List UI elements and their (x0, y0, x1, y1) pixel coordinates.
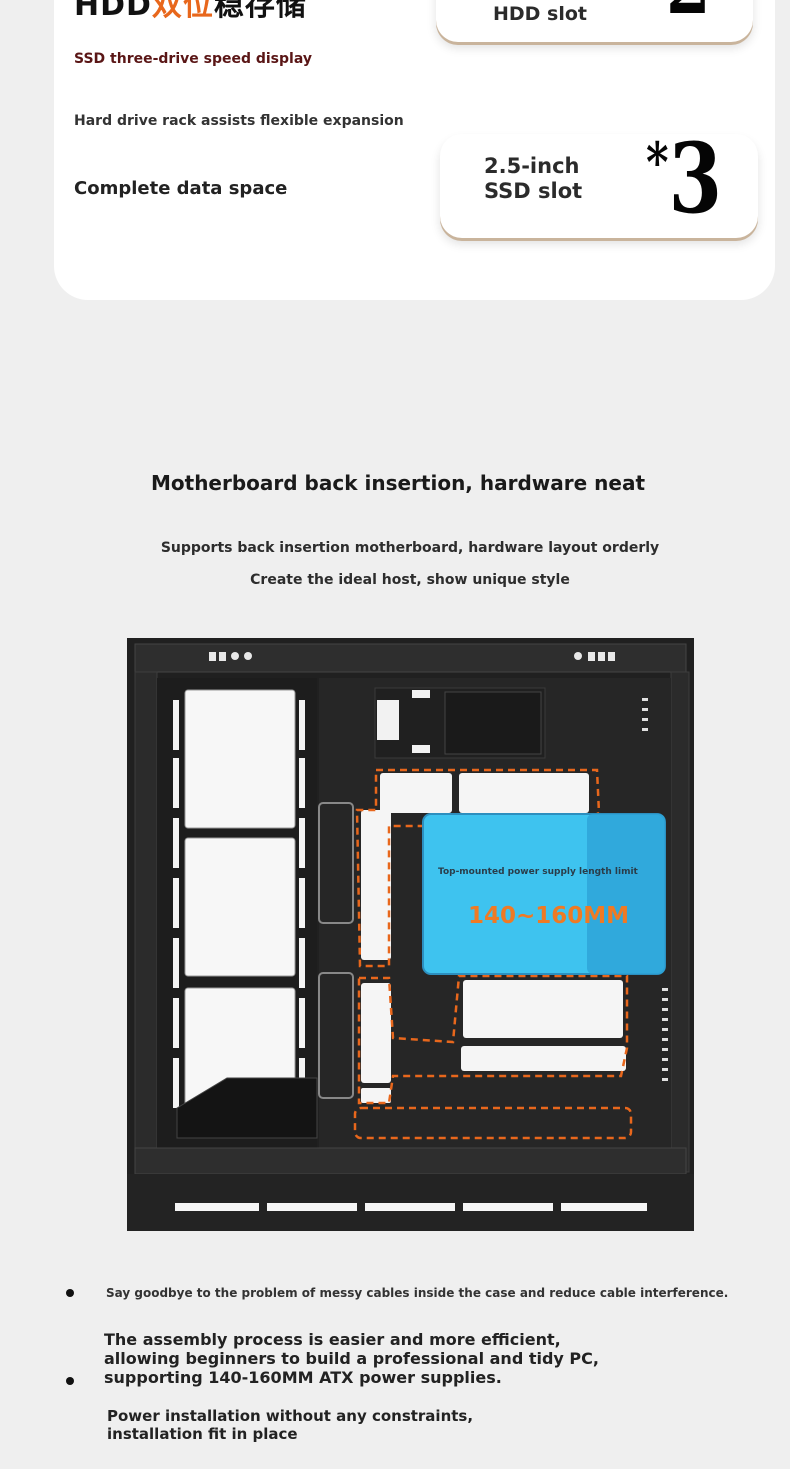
hdd-slot-badge (436, 0, 753, 42)
bullet-dot (66, 1377, 74, 1385)
ssd-slot-count: 3 (668, 122, 723, 235)
left-frame (134, 671, 158, 1173)
feature-ssd-speed: SSD three-drive speed display (74, 51, 312, 67)
hdd-slot-label: HDD slot (493, 3, 588, 25)
hdd-slot-count: 2 (666, 0, 711, 32)
ssd-slot-badge (440, 134, 758, 238)
bottom-rail (134, 1147, 687, 1175)
install-note: Power installation without any constrain… (107, 1407, 474, 1443)
psu-length: 140~160MM (468, 903, 630, 929)
base-slots (175, 1203, 647, 1211)
top-rail-holes (209, 652, 615, 661)
cable-note: Say goodbye to the problem of messy cabl… (106, 1286, 729, 1300)
ssd-slot-count-wrap: *3 (646, 122, 722, 235)
assembly-note: The assembly process is easier and more … (104, 1330, 599, 1387)
right-vents (642, 698, 668, 1081)
storage-heading: HDD双位稳存储 (74, 0, 307, 24)
front-vents (184, 689, 296, 1134)
ssd-slot-star: * (646, 130, 669, 194)
case-side-view (127, 638, 694, 1231)
base-panel (127, 1174, 694, 1231)
top-block-right (444, 691, 542, 755)
right-frame (670, 671, 690, 1173)
psu-box-edge (587, 814, 665, 974)
section-subtitle-1: Supports back insertion motherboard, har… (160, 540, 660, 556)
tray-cutouts (361, 773, 626, 1103)
bullet-dot (66, 1289, 74, 1297)
section-subtitle-2: Create the ideal host, show unique style (250, 572, 570, 588)
case-illustration (127, 638, 694, 1231)
ssd-slot-label: 2.5-inch SSD slot (484, 154, 583, 203)
storage-heading-start: HDD (74, 0, 152, 23)
section-title: Motherboard back insertion, hardware nea… (150, 471, 645, 495)
feature-drive-rack: Hard drive rack assists flexible expansi… (74, 113, 404, 129)
storage-heading-end: 稳存储 (213, 0, 307, 23)
bottom-psu-shroud (176, 1077, 318, 1139)
storage-heading-accent: 双位 (151, 0, 214, 23)
top-block-left (377, 700, 399, 740)
psu-caption: Top-mounted power supply length limit (438, 867, 638, 877)
cable-grommets (318, 802, 354, 1099)
feature-data-space: Complete data space (74, 178, 288, 199)
